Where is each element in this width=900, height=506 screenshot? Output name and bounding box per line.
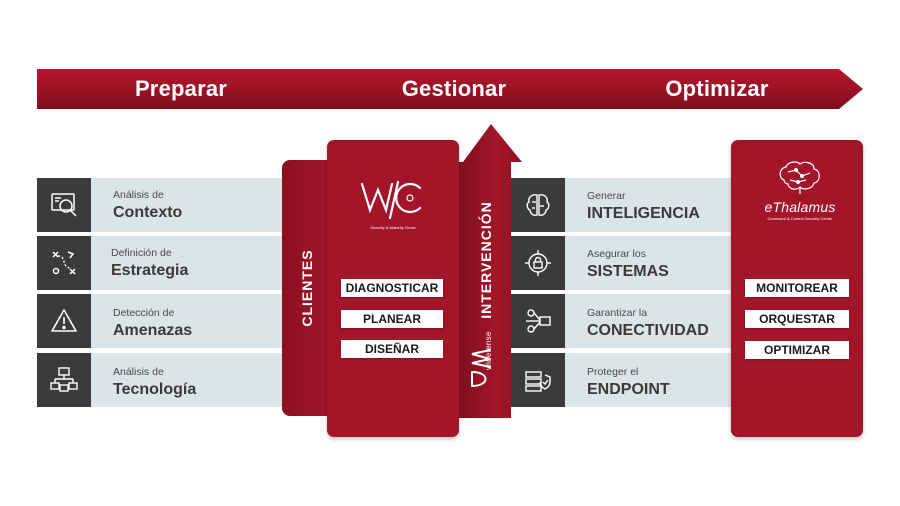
ethalamus-subtitle: Command & Control Security Center — [767, 216, 833, 221]
strategy-icon — [37, 236, 91, 290]
monitorear-button[interactable]: MONITOREAR — [745, 279, 849, 297]
secure-system-icon — [511, 236, 565, 290]
ethalamus-logo-text: eThalamus — [764, 199, 836, 215]
stage-label: Optimizar — [665, 76, 769, 101]
intervencion-label: INTERVENCIÓN — [478, 201, 494, 319]
row-title: SISTEMAS — [587, 262, 669, 280]
technology-icon — [37, 353, 91, 407]
right-row-text: Generar INTELIGENCIA — [587, 191, 700, 222]
stage-label: Preparar — [134, 76, 228, 101]
endpoint-shield-icon — [511, 353, 565, 407]
row-subtitle: Detección de — [113, 307, 175, 319]
right-row-text: Garantizar la CONECTIVIDAD — [587, 308, 709, 339]
orquestar-button[interactable]: ORQUESTAR — [745, 310, 849, 328]
right-row-text: Asegurar los SISTEMAS — [587, 249, 669, 280]
disenar-button[interactable]: DISEÑAR — [341, 340, 443, 358]
row-title: ENDPOINT — [587, 380, 670, 398]
diagnosticar-button[interactable]: DIAGNOSTICAR — [341, 279, 443, 297]
row-title: Tecnología — [113, 380, 197, 398]
brain-network-icon — [776, 160, 822, 201]
right-row-text: Proteger el ENDPOINT — [587, 367, 670, 398]
left-row-text: Análisis de Tecnología — [113, 367, 196, 398]
stage-optimizar: Optimizar — [583, 69, 863, 109]
row-title: Amenazas — [113, 321, 193, 339]
stage-gestionar: Gestionar — [310, 69, 610, 109]
brain-chip-icon — [511, 178, 565, 232]
clientes-label: CLIENTES — [299, 249, 315, 327]
row-subtitle: Análisis de — [113, 366, 164, 378]
row-title: INTELIGENCIA — [587, 204, 700, 222]
wsc-logo: Security & Maturity Grove — [358, 178, 428, 230]
left-row-text: Análisis de Contexto — [113, 190, 182, 221]
context-analysis-icon — [37, 178, 91, 232]
left-row-text: Definición de Estrategia — [111, 248, 188, 279]
row-title: Estrategia — [111, 261, 189, 279]
optimizar-button[interactable]: OPTIMIZAR — [745, 341, 849, 359]
stage-preparar: Preparar — [37, 69, 337, 109]
wsc-subtitle: Security & Maturity Grove — [370, 225, 416, 230]
widefense-logo: widefense — [466, 331, 510, 410]
row-subtitle: Análisis de — [113, 189, 164, 201]
warning-icon — [37, 294, 91, 348]
row-title: CONECTIVIDAD — [587, 321, 709, 339]
stage-label: Gestionar — [401, 76, 507, 101]
network-icon — [511, 294, 565, 348]
clientes-column — [282, 160, 332, 416]
row-subtitle: Proteger el — [587, 366, 639, 378]
row-subtitle: Asegurar los — [587, 248, 646, 260]
left-row-text: Detección de Amenazas — [113, 308, 192, 339]
row-subtitle: Garantizar la — [587, 307, 648, 319]
row-title: Contexto — [113, 203, 183, 221]
planear-button[interactable]: PLANEAR — [341, 310, 443, 328]
row-subtitle: Definición de — [111, 247, 172, 259]
row-subtitle: Generar — [587, 190, 626, 202]
widefense-text: widefense — [484, 331, 493, 370]
